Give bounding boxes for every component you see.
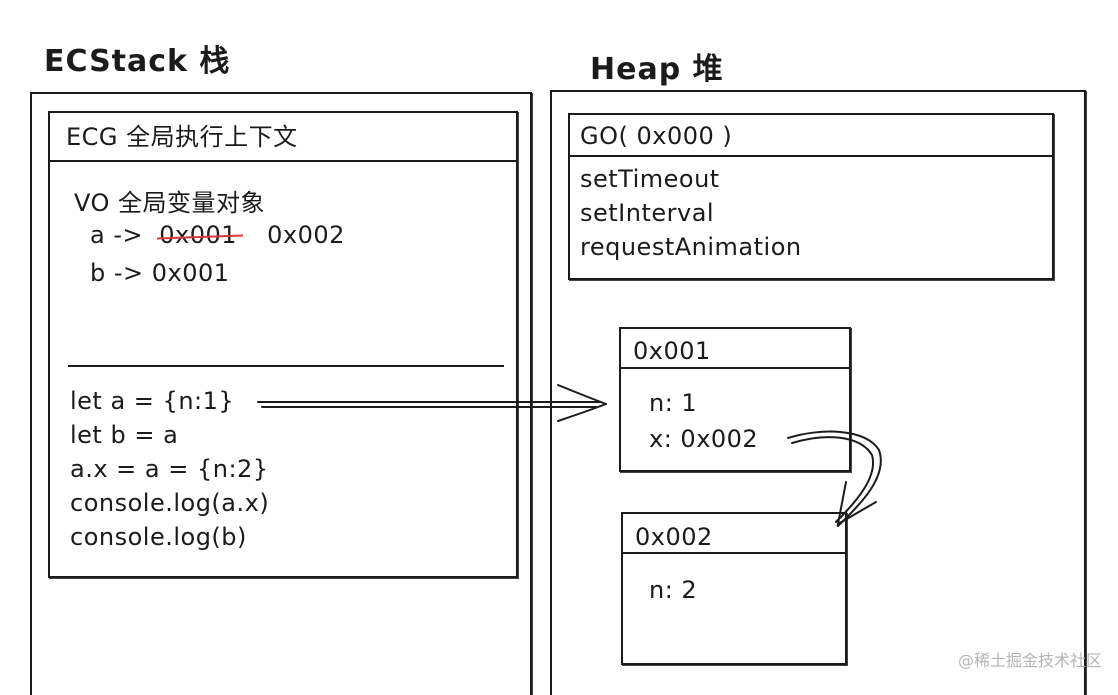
code-line-3: a.x = a = {n:2} <box>70 455 269 483</box>
code-line-1: let a = {n:1} <box>70 387 235 415</box>
vo-label: VO 全局变量对象 <box>74 189 266 217</box>
heap-title: Heap 堆 <box>590 52 724 87</box>
var-b-line: b -> 0x001 <box>90 259 230 287</box>
go-object-box: GO( 0x000 ) setTimeout setInterval reque… <box>568 113 1054 280</box>
object-0x001-prop-n: n: 1 <box>649 389 698 417</box>
object-0x001-prop-x: x: 0x002 <box>649 425 759 453</box>
stack-title: ECStack 栈 <box>44 44 231 79</box>
var-a-old-address: 0x001 <box>159 221 238 249</box>
object-0x002-prop-n: n: 2 <box>649 576 698 604</box>
go-header: GO( 0x000 ) <box>570 115 1052 157</box>
code-line-5: console.log(b) <box>70 523 247 551</box>
go-header-label: GO( 0x000 ) <box>580 122 733 150</box>
go-item-settimeout: setTimeout <box>580 165 720 193</box>
watermark: @稀土掘金技术社区 <box>957 651 1102 670</box>
ecg-header: ECG 全局执行上下文 <box>50 113 516 162</box>
code-line-2: let b = a <box>70 421 179 449</box>
ecg-context-box: ECG 全局执行上下文 VO 全局变量对象 a -> 0x001 0x002 b… <box>48 111 518 578</box>
object-0x001-header-label: 0x001 <box>633 337 711 365</box>
var-a-prefix: a -> <box>90 221 144 249</box>
go-item-requestanimation: requestAnimation <box>580 233 802 261</box>
var-a-line: a -> 0x001 0x002 <box>90 221 345 249</box>
object-0x002-header: 0x002 <box>623 514 845 554</box>
heap-object-0x002: 0x002 n: 2 <box>621 512 847 665</box>
heap-object-0x001: 0x001 n: 1 x: 0x002 <box>619 327 851 472</box>
object-0x001-header: 0x001 <box>621 329 849 369</box>
var-a-new-address: 0x002 <box>267 221 345 249</box>
ecg-header-label: ECG 全局执行上下文 <box>66 123 298 151</box>
code-line-4: console.log(a.x) <box>70 489 270 517</box>
go-item-setinterval: setInterval <box>580 199 715 227</box>
vo-code-divider <box>68 365 504 367</box>
object-0x002-header-label: 0x002 <box>635 523 713 551</box>
stack-panel <box>30 92 532 695</box>
heap-panel <box>550 90 1086 695</box>
